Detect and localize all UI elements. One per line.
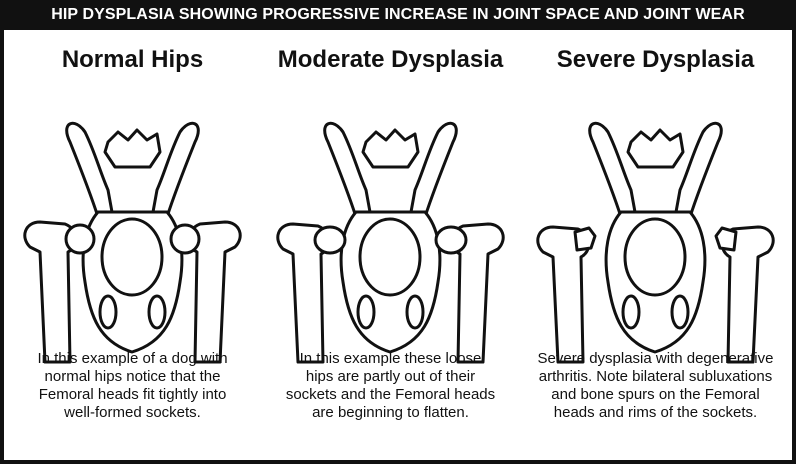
panel-caption: In this example these loose hips are par… [258, 350, 523, 422]
caption-line: are beginning to flatten. [258, 404, 523, 422]
caption-line: well-formed sockets. [0, 404, 265, 422]
caption-line: In this example of a dog with [0, 350, 265, 368]
caption-line: arthritis. Note bilateral subluxations [523, 368, 788, 386]
caption-line: hips are partly out of their [258, 368, 523, 386]
panel-title: Normal Hips [0, 46, 265, 74]
pelvis-illustration-severe [523, 112, 788, 382]
caption-line: heads and rims of the sockets. [523, 404, 788, 422]
panel-caption: In this example of a dog with normal hip… [0, 350, 265, 422]
panel-moderate-dysplasia: Moderate Dysplasia In this example these… [258, 30, 523, 464]
caption-line: Femoral heads fit tightly into [0, 386, 265, 404]
caption-line: and bone spurs on the Femoral [523, 386, 788, 404]
panel-title: Moderate Dysplasia [258, 46, 523, 74]
caption-line: In this example these loose [258, 350, 523, 368]
caption-line: Severe dysplasia with degenerative [523, 350, 788, 368]
banner-title: HIP DYSPLASIA SHOWING PROGRESSIVE INCREA… [0, 0, 796, 30]
caption-line: sockets and the Femoral heads [258, 386, 523, 404]
panel-normal-hips: Normal Hips In this example of a dog wit… [0, 30, 265, 464]
panel-severe-dysplasia: Severe Dysplasia Severe dysplasia with d… [523, 30, 788, 464]
pelvis-illustration-normal [0, 112, 265, 382]
caption-line: normal hips notice that the [0, 368, 265, 386]
panel-title: Severe Dysplasia [523, 46, 788, 74]
panel-caption: Severe dysplasia with degenerative arthr… [523, 350, 788, 422]
pelvis-illustration-moderate [258, 112, 523, 382]
